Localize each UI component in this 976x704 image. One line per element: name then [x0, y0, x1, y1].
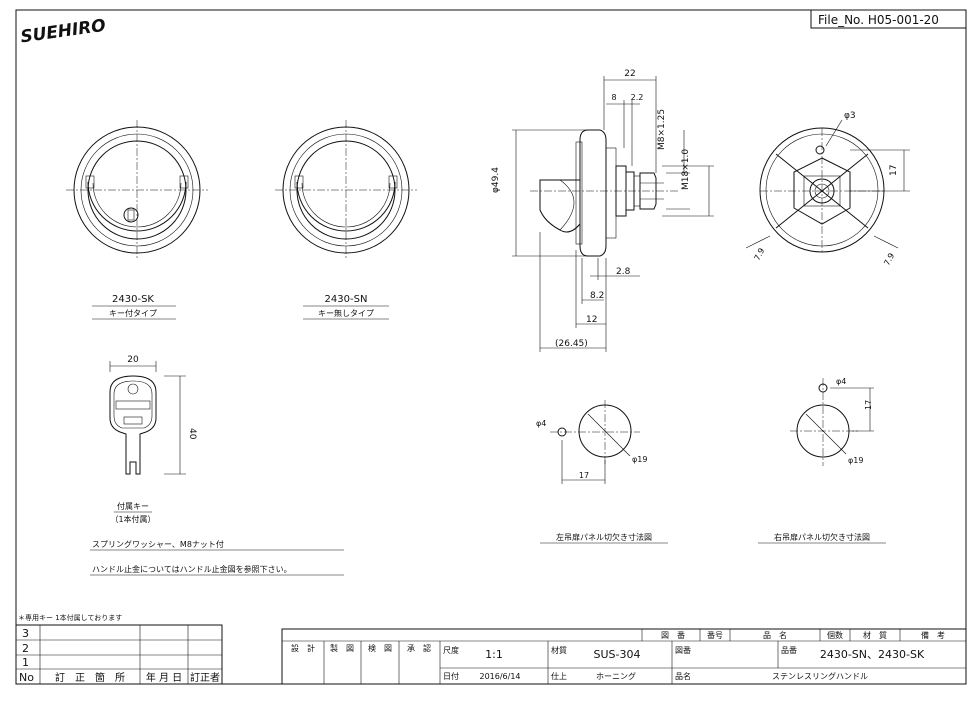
- tb-product-no-label: 品番: [781, 645, 797, 655]
- note-2: ハンドル止金についてはハンドル止金図を参照下さい。: [92, 564, 292, 574]
- revision-row-3: 3: [22, 627, 29, 640]
- tb-scale-label: 尺度: [443, 645, 459, 655]
- dim-2-8: 2.8: [616, 267, 631, 277]
- tb-date: 2016/6/14: [479, 672, 520, 681]
- key-view: [109, 361, 186, 475]
- tb-draft: 製 図: [330, 643, 354, 653]
- revision-header-item: 訂 正 箇 所: [55, 671, 125, 684]
- left-cutout: [550, 400, 640, 484]
- left-cutout-dia: φ19: [632, 455, 647, 464]
- dim-2-2: 2.2: [631, 93, 644, 102]
- front-view-sk: [66, 120, 208, 260]
- tb-finish-label: 仕上: [551, 671, 567, 681]
- back-dim-17: 17: [889, 165, 899, 176]
- tb-date-label: 日付: [443, 671, 459, 681]
- revision-table: [15, 624, 223, 685]
- key-width-dim: 20: [127, 355, 139, 365]
- dim-12: 12: [586, 315, 597, 325]
- sheet-border: [15, 9, 967, 685]
- dim-8: 8: [611, 93, 616, 102]
- parts-header-remarks: 備 考: [921, 630, 945, 640]
- tb-material: SUS-304: [594, 648, 641, 661]
- back-dim-79-left: 7.9: [753, 247, 767, 262]
- parts-header-material: 材 質: [863, 630, 887, 640]
- model-sk-label: 2430-SK: [112, 294, 154, 305]
- parts-header-name: 品 名: [763, 630, 787, 640]
- tb-name-label: 品名: [675, 671, 691, 681]
- tb-material-label: 材質: [551, 645, 567, 655]
- right-cutout: [790, 378, 874, 466]
- suehiro-logo: SUEHIRO: [19, 16, 107, 48]
- key-height-dim: 40: [187, 428, 197, 440]
- revision-header-by: 訂正者: [190, 671, 220, 684]
- logo-text: SUEHIRO: [19, 16, 107, 48]
- tb-name: ステンレスリングハンドル: [772, 671, 868, 681]
- tb-design: 設 計: [291, 643, 315, 653]
- dim-d49: φ49.4: [491, 167, 501, 193]
- back-hole-dim: φ3: [844, 111, 856, 121]
- front-view-sn: [275, 120, 417, 260]
- parts-header-number: 番号: [707, 630, 723, 640]
- left-cutout-caption: 左吊扉パネル切欠き寸法図: [556, 532, 652, 542]
- model-sn-label: 2430-SN: [325, 294, 368, 305]
- file-no: File_No. H05-001-20: [818, 13, 939, 27]
- model-sn-desc: キー無しタイプ: [318, 308, 374, 318]
- parts-header-drawing: 図 番: [661, 630, 685, 640]
- revision-note: ＊専用キー 1本付属しております: [18, 613, 122, 622]
- dim-26-45: (26.45): [555, 339, 588, 349]
- tb-check: 検 図: [368, 643, 392, 653]
- dim-22: 22: [624, 69, 635, 79]
- tb-product-no: 2430-SN、2430-SK: [820, 648, 925, 661]
- key-caption-2: （1本付属）: [110, 514, 155, 524]
- tb-finish: ホーニング: [596, 671, 636, 681]
- tb-approve: 承 認: [407, 643, 431, 653]
- right-cutout-dim: 17: [864, 400, 873, 410]
- right-cutout-hole: φ4: [836, 377, 846, 386]
- dim-m18: M18×1.0: [681, 149, 691, 190]
- dim-m8: M8×1.25: [657, 109, 667, 150]
- revision-header-date: 年 月 日: [146, 671, 182, 684]
- parts-header-qty: 個数: [827, 630, 843, 640]
- left-cutout-hole: φ4: [536, 419, 546, 428]
- tb-drawing-no-label: 図番: [675, 645, 691, 655]
- revision-row-2: 2: [22, 642, 29, 655]
- back-view: [745, 127, 899, 254]
- title-block: [281, 628, 967, 685]
- right-cutout-dia: φ19: [848, 456, 863, 465]
- dim-8-2: 8.2: [590, 291, 604, 301]
- file-no-box: [810, 9, 967, 29]
- model-sk-desc: キー付タイプ: [109, 308, 157, 318]
- right-cutout-caption: 右吊扉パネル切欠き寸法図: [774, 532, 870, 542]
- revision-header-no: No: [19, 671, 34, 684]
- keyhole-icon: [123, 207, 139, 223]
- tb-scale: 1:1: [485, 648, 503, 661]
- key-caption-1: 付属キー: [117, 501, 149, 511]
- note-1: スプリングワッシャー、M8ナット付: [92, 539, 224, 549]
- revision-row-1: 1: [22, 656, 29, 669]
- left-cutout-dim: 17: [579, 471, 589, 480]
- back-dim-79-right: 7.9: [882, 252, 896, 267]
